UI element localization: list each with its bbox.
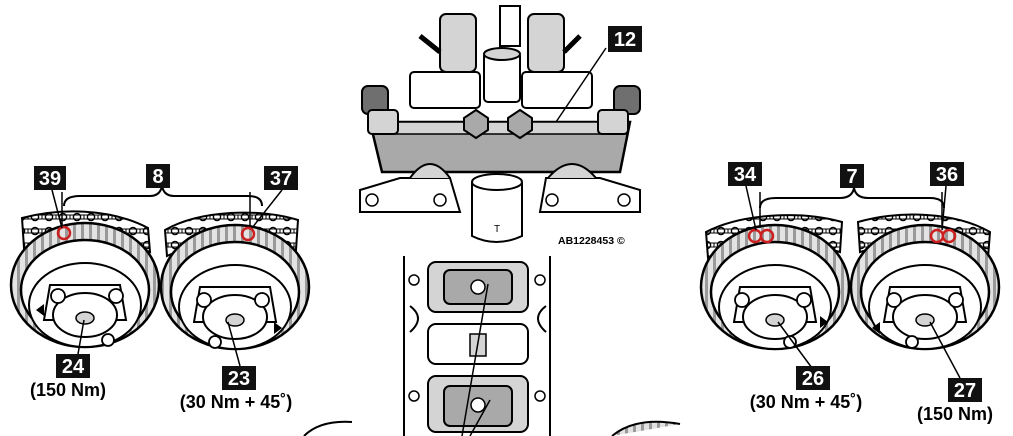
- callout-39: 39: [34, 166, 66, 229]
- svg-text:37: 37: [270, 168, 292, 190]
- svg-text:39: 39: [39, 168, 61, 190]
- svg-text:24: 24: [62, 356, 85, 378]
- reference-code: AB1228453 ©: [558, 235, 625, 247]
- callout-27: 27: [929, 321, 982, 402]
- callout-37: 37: [251, 166, 298, 229]
- callout-7: 7: [840, 164, 864, 188]
- callout-36: 36: [930, 162, 964, 231]
- sprocket-26: [699, 214, 851, 351]
- sprocket-23: [159, 211, 311, 351]
- partial-sprocket-right: [611, 420, 681, 436]
- bracket-8: [63, 185, 263, 207]
- svg-text:27: 27: [954, 380, 976, 402]
- svg-text:36: 36: [936, 164, 958, 186]
- torque-24: (150 Nm): [30, 380, 106, 400]
- timing-mark-34b: [759, 228, 775, 244]
- partial-sprocket-left: [303, 420, 353, 436]
- camshaft-lower-view: [400, 256, 552, 436]
- callout-34: 34: [728, 162, 762, 231]
- svg-text:34: 34: [734, 164, 757, 186]
- callout-26: 26: [777, 321, 830, 390]
- timing-mark-39: [56, 225, 72, 241]
- svg-text:12: 12: [614, 29, 636, 51]
- callout-12: 12: [608, 26, 642, 52]
- bracket-7: [759, 187, 945, 209]
- right-sprocket-pair: [699, 187, 1001, 351]
- svg-text:23: 23: [228, 368, 250, 390]
- tool-marking-t: T: [494, 224, 500, 235]
- callout-24: 24: [56, 319, 90, 378]
- torque-26: (30 Nm + 45˚): [750, 392, 863, 412]
- callout-8: 8: [146, 164, 170, 188]
- sprocket-27: [849, 213, 1001, 351]
- torque-27: (150 Nm): [917, 404, 993, 424]
- timing-mark-37: [240, 226, 256, 242]
- sprocket-24: [9, 210, 161, 349]
- left-sprocket-pair: [9, 185, 311, 351]
- svg-text:26: 26: [802, 368, 824, 390]
- timing-mark-36b: [941, 228, 957, 244]
- torque-23: (30 Nm + 45˚): [180, 392, 293, 412]
- svg-text:8: 8: [152, 166, 163, 188]
- svg-text:7: 7: [846, 166, 857, 188]
- callout-23: 23: [222, 321, 256, 390]
- camshaft-locking-tool: T: [359, 5, 641, 243]
